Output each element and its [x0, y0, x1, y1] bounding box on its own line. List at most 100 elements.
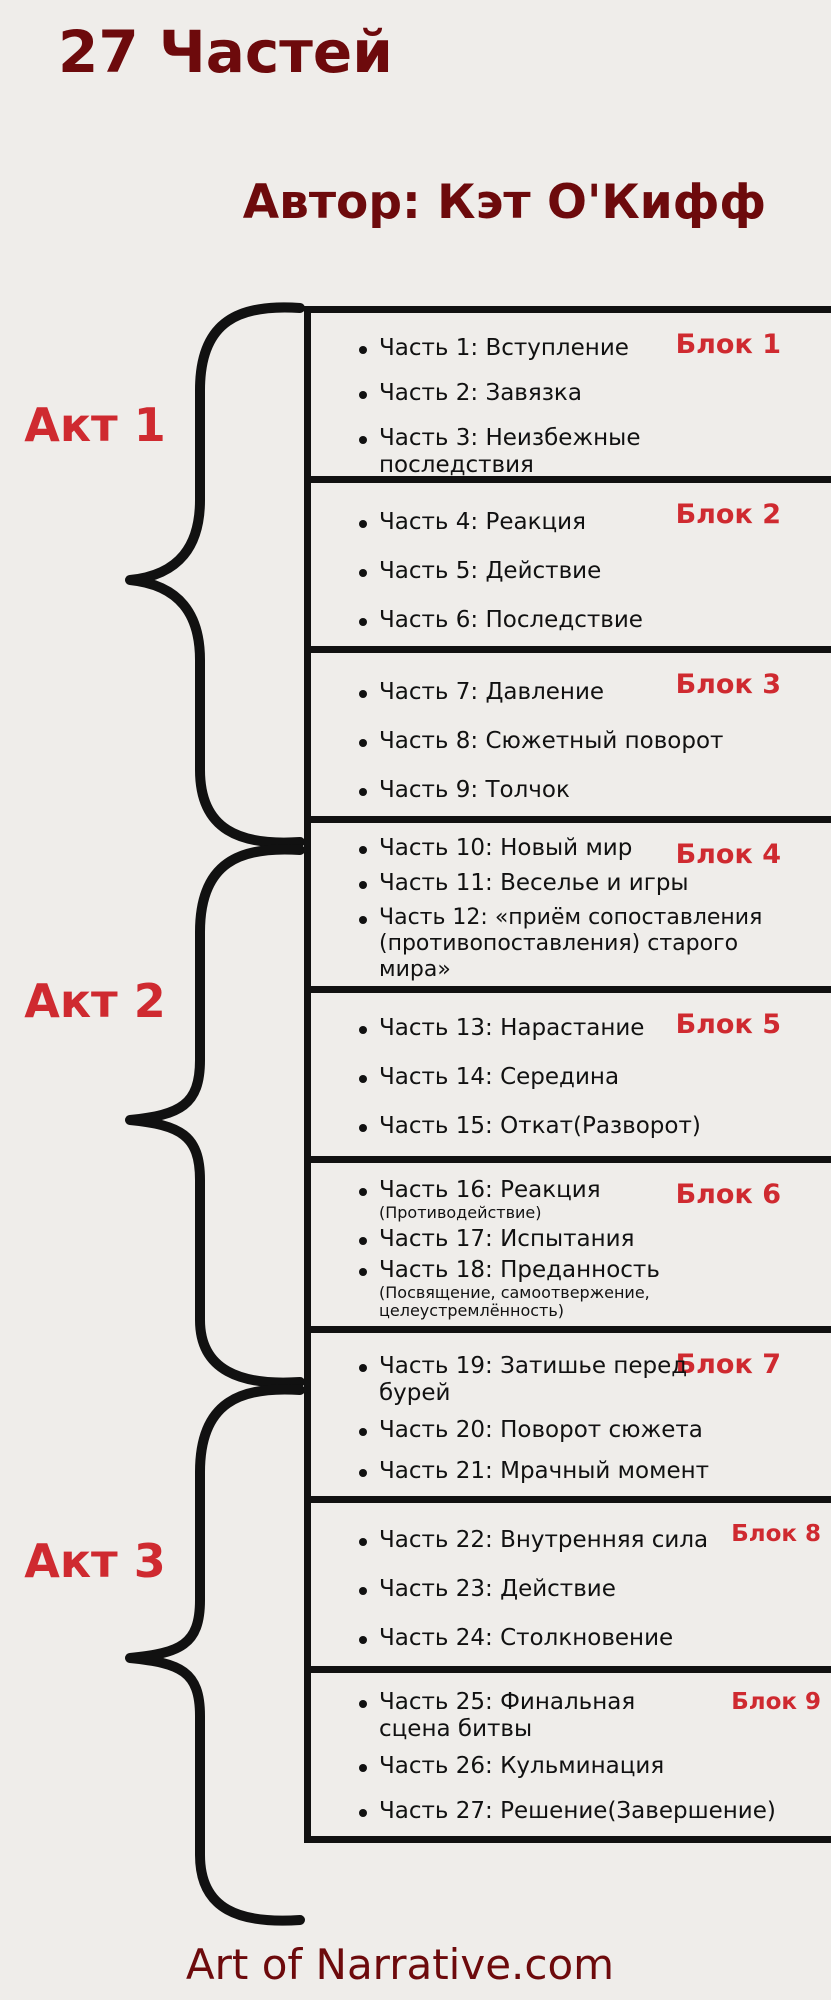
block-3: Блок 3 Часть 7: Давление Часть 8: Сюжетн…	[311, 653, 831, 823]
bullet-icon	[359, 1237, 367, 1245]
item-text: Часть 8: Сюжетный поворот	[379, 728, 724, 754]
item-text: Часть 27: Решение(Завершение)	[379, 1798, 776, 1824]
item-text: Часть 11: Веселье и игры	[379, 870, 689, 896]
list-item: Часть 21: Мрачный момент	[359, 1458, 819, 1485]
block-label: Блок 7	[675, 1349, 781, 1380]
item-text: Часть 1: Вступление	[379, 335, 629, 361]
item-text: Часть 19: Затишье перед бурей	[379, 1353, 688, 1406]
site-footer: Art of Narrative.com	[185, 1940, 615, 1989]
bullet-icon	[359, 1124, 367, 1132]
bullet-icon	[359, 739, 367, 747]
bullet-icon	[359, 1538, 367, 1546]
list-item: Часть 18: Преданность(Посвящение, самоот…	[359, 1257, 799, 1320]
block-label: Блок 1	[675, 329, 781, 360]
list-item: Часть 10: Новый мир	[359, 835, 799, 862]
bullet-icon	[359, 436, 367, 444]
block-label: Блок 2	[675, 499, 781, 530]
blocks-table: Блок 1 Часть 1: Вступление Часть 2: Завя…	[304, 306, 831, 1843]
item-text: Часть 12: «приём сопоставления (противоп…	[379, 905, 763, 982]
bullet-icon	[359, 1188, 367, 1196]
list-item: Часть 9: Толчок	[359, 777, 789, 804]
bullet-icon	[359, 846, 367, 854]
item-text: Часть 25: Финальная сцена битвы	[379, 1689, 636, 1742]
block-4: Блок 4 Часть 10: Новый мир Часть 11: Вес…	[311, 823, 831, 993]
bullet-icon	[359, 346, 367, 354]
item-text: Часть 26: Кульминация	[379, 1753, 665, 1779]
item-text: Часть 5: Действие	[379, 558, 602, 584]
bullet-icon	[359, 690, 367, 698]
block-2: Блок 2 Часть 4: Реакция Часть 5: Действи…	[311, 483, 831, 653]
item-text: Часть 20: Поворот сюжета	[379, 1417, 703, 1443]
list-item: Часть 15: Откат(Разворот)	[359, 1113, 789, 1140]
item-text: Часть 21: Мрачный момент	[379, 1458, 710, 1484]
item-text: Часть 10: Новый мир	[379, 835, 633, 861]
block-7: Блок 7 Часть 19: Затишье перед бурей Час…	[311, 1333, 831, 1503]
list-item: Часть 4: Реакция	[359, 509, 789, 536]
act-3-label: Акт 3	[24, 1534, 166, 1588]
item-text: Часть 2: Завязка	[379, 380, 582, 406]
item-text: Часть 16: Реакция	[379, 1177, 601, 1203]
bullet-icon	[359, 1026, 367, 1034]
block-6: Блок 6 Часть 16: Реакция(Противодействие…	[311, 1163, 831, 1333]
item-text: Часть 24: Столкновение	[379, 1625, 674, 1651]
block-8: Блок 8 Часть 22: Внутренняя сила Часть 2…	[311, 1503, 831, 1673]
block-label: Блок 6	[675, 1179, 781, 1210]
bullet-icon	[359, 569, 367, 577]
page-title: 27 Частей	[58, 18, 393, 86]
item-text: Часть 7: Давление	[379, 679, 605, 705]
item-text: Часть 13: Нарастание	[379, 1015, 645, 1041]
bullet-icon	[359, 391, 367, 399]
list-item: Часть 12: «приём сопоставления (противоп…	[359, 905, 799, 983]
item-list: Часть 25: Финальная сцена битвы Часть 26…	[359, 1689, 776, 1833]
list-item: Часть 3: Неизбежные последствия	[359, 425, 789, 479]
bullet-icon	[359, 1268, 367, 1276]
bullet-icon	[359, 788, 367, 796]
block-label: Блок 4	[675, 839, 781, 870]
bullet-icon	[359, 1075, 367, 1083]
block-9: Блок 9 Часть 25: Финальная сцена битвы Ч…	[311, 1673, 831, 1843]
item-note: (Противодействие)	[379, 1203, 542, 1222]
list-item: Часть 1: Вступление	[359, 335, 789, 362]
block-1: Блок 1 Часть 1: Вступление Часть 2: Завя…	[311, 313, 831, 483]
bullet-icon	[359, 916, 367, 924]
author-line: Автор: Кэт О'Кифф	[242, 175, 766, 230]
block-label: Блок 9	[731, 1689, 821, 1715]
list-item: Часть 26: Кульминация	[359, 1753, 819, 1780]
item-text: Часть 22: Внутренняя сила	[379, 1527, 709, 1553]
item-list: Часть 19: Затишье перед бурей Часть 20: …	[359, 1353, 709, 1493]
block-label: Блок 3	[675, 669, 781, 700]
item-list: Часть 7: Давление Часть 8: Сюжетный пово…	[359, 679, 789, 822]
act-2-label: Акт 2	[24, 974, 166, 1028]
bullet-icon	[359, 1809, 367, 1817]
item-list: Часть 16: Реакция(Противодействие) Часть…	[359, 1177, 799, 1328]
list-item: Часть 17: Испытания	[359, 1226, 799, 1253]
list-item: Часть 19: Затишье перед бурей	[359, 1353, 689, 1407]
item-text: Часть 17: Испытания	[379, 1226, 635, 1252]
list-item: Часть 27: Решение(Завершение)	[359, 1798, 819, 1825]
bullet-icon	[359, 1587, 367, 1595]
act-braces	[125, 302, 305, 1926]
item-text: Часть 23: Действие	[379, 1576, 616, 1602]
list-item: Часть 14: Середина	[359, 1064, 789, 1091]
brace-act-2	[125, 844, 305, 1388]
bullet-icon	[359, 618, 367, 626]
item-text: Часть 6: Последствие	[379, 607, 643, 633]
bullet-icon	[359, 1764, 367, 1772]
list-item: Часть 11: Веселье и игры	[359, 870, 799, 897]
item-list: Часть 1: Вступление Часть 2: Завязка Час…	[359, 335, 789, 497]
list-item: Часть 2: Завязка	[359, 380, 789, 407]
list-item: Часть 20: Поворот сюжета	[359, 1417, 819, 1444]
item-text: Часть 14: Середина	[379, 1064, 620, 1090]
list-item: Часть 22: Внутренняя сила	[359, 1527, 789, 1554]
item-list: Часть 10: Новый мир Часть 11: Веселье и …	[359, 835, 799, 991]
item-text: Часть 3: Неизбежные последствия	[379, 425, 641, 478]
list-item: Часть 7: Давление	[359, 679, 789, 706]
brace-act-1	[125, 302, 305, 848]
item-list: Часть 13: Нарастание Часть 14: Середина …	[359, 1015, 789, 1158]
bullet-icon	[359, 1469, 367, 1477]
bullet-icon	[359, 1364, 367, 1372]
list-item: Часть 6: Последствие	[359, 607, 789, 634]
list-item: Часть 8: Сюжетный поворот	[359, 728, 789, 755]
item-text: Часть 15: Откат(Разворот)	[379, 1113, 701, 1139]
list-item: Часть 5: Действие	[359, 558, 789, 585]
